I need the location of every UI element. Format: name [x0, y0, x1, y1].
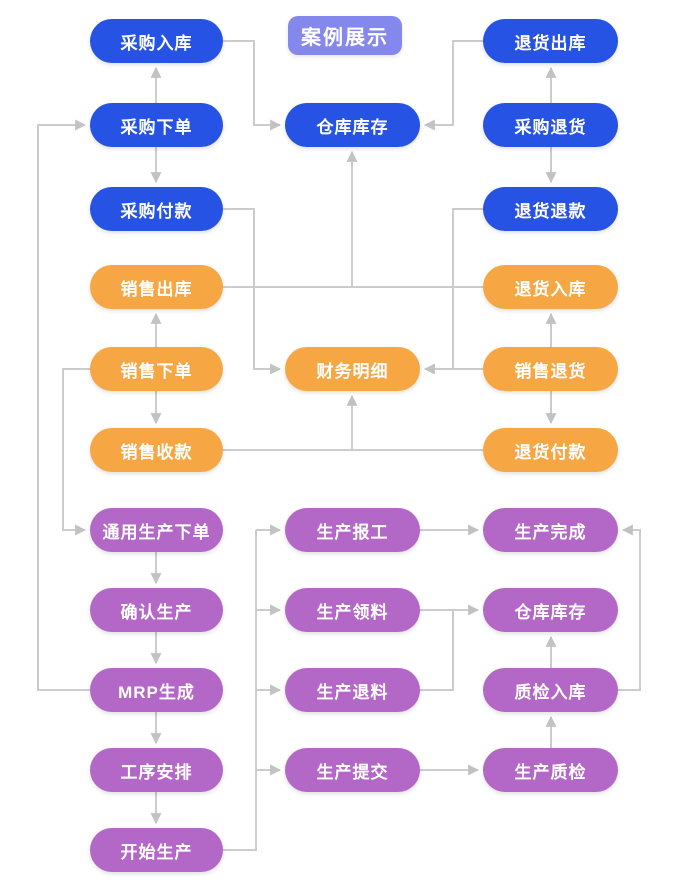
flow-node-mrp-generate: MRP生成: [90, 668, 223, 712]
flow-node-sales-return: 销售退货: [483, 347, 618, 391]
flow-node-purchase-return: 采购退货: [483, 103, 618, 147]
flow-node-return-inbound: 退货入库: [483, 265, 618, 309]
edge-mrp-generate-to-purchase-order: [37, 119, 90, 691]
flow-node-sales-order: 销售下单: [90, 347, 223, 391]
edge-production-material-return-to-warehouse-stock-2: [420, 611, 454, 691]
flow-node-finance-detail: 财务明细: [285, 347, 420, 391]
flow-node-production-qc: 生产质检: [483, 748, 618, 792]
flow-node-warehouse-stock-2: 仓库库存: [483, 588, 618, 632]
flow-node-start-production: 开始生产: [90, 828, 223, 872]
edge-purchase-payment-to-finance-detail: [223, 208, 282, 375]
edge-qc-inbound-to-production-complete: [618, 524, 641, 691]
flow-node-sales-outbound: 销售出库: [90, 265, 223, 309]
flow-node-qc-inbound: 质检入库: [483, 668, 618, 712]
edge-return-refund-to-finance-detail: [452, 208, 483, 369]
edge-purchase-inbound-to-warehouse-stock-1: [223, 40, 282, 131]
flow-node-return-refund: 退货退款: [483, 187, 618, 231]
flow-node-sales-receipt: 销售收款: [90, 428, 223, 472]
flow-node-production-picking: 生产领料: [285, 588, 420, 632]
flow-node-purchase-order: 采购下单: [90, 103, 223, 147]
flow-node-return-outbound: 退货出库: [483, 19, 618, 63]
flow-node-production-report: 生产报工: [285, 508, 420, 552]
flow-node-production-submit: 生产提交: [285, 748, 420, 792]
flow-node-warehouse-stock-1: 仓库库存: [285, 103, 420, 147]
flow-node-process-schedule: 工序安排: [90, 748, 223, 792]
title-badge: 案例展示: [288, 16, 402, 55]
edge-return-outbound-to-warehouse-stock-1: [423, 40, 483, 131]
flow-node-purchase-payment: 采购付款: [90, 187, 223, 231]
flow-node-confirm-production: 确认生产: [90, 588, 223, 632]
flow-node-purchase-inbound: 采购入库: [90, 19, 223, 63]
flow-node-return-payment: 退货付款: [483, 428, 618, 472]
flow-node-production-complete: 生产完成: [483, 508, 618, 552]
edge-start-production-to-production-trunk: [223, 530, 257, 851]
flow-node-general-production-order: 通用生产下单: [90, 508, 223, 552]
edge-sales-order-to-general-production-order: [62, 368, 90, 536]
flow-node-production-material-return: 生产退料: [285, 668, 420, 712]
